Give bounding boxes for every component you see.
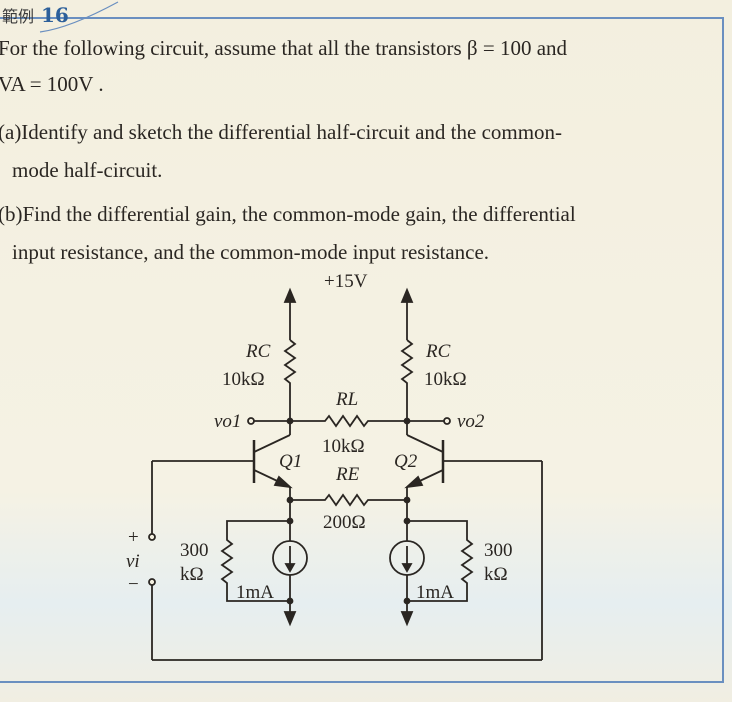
example-label: 範例 [2,7,35,26]
r-left-value-1: 300 [180,540,209,561]
vi-minus-terminal [148,578,156,586]
example-number: 16 [40,3,69,27]
vo2-label: vo2 [457,411,485,432]
vi-plus-label: + [128,527,139,548]
vi-minus-label: − [128,574,139,595]
supply-label: +15V [324,271,368,292]
supply-rail-right [400,287,414,340]
is-left-label: 1mA [236,582,274,603]
part-a-line-1: (a)Identify and sketch the differential … [0,120,563,144]
rc-right-resistor [400,339,414,421]
vi-label: vi [126,551,140,572]
example-title: 範例 16 [2,3,69,27]
vo1-label: vo1 [214,411,241,432]
is-right-label: 1mA [416,582,454,603]
r-300k-left [220,520,290,602]
r-right-value-2: kΩ [484,564,508,585]
re-name: RE [335,464,360,485]
current-source-right [389,540,425,627]
transistor-q1 [151,421,293,534]
part-a-line-2: mode half-circuit. [12,158,163,182]
q2-label: Q2 [394,451,418,472]
problem-line-2: VA = 100V . [0,72,104,96]
supply-rail-left [283,287,297,340]
q1-label: Q1 [279,451,302,472]
example-frame [0,17,724,683]
vo2-terminal [443,417,451,425]
r-300k-right [407,520,474,602]
vi-plus-terminal [148,533,156,541]
re-resistor [290,493,407,507]
rl-value: 10kΩ [322,436,365,457]
rc-right-value: 10kΩ [424,369,467,390]
re-value: 200Ω [323,512,366,533]
rc-right-name: RC [425,341,451,362]
r-right-value-1: 300 [484,540,513,561]
part-b-line-2: input resistance, and the common-mode in… [12,240,490,264]
rl-name: RL [335,389,358,410]
part-b-line-1: (b)Find the differential gain, the commo… [0,202,576,226]
rc-left-resistor [283,339,297,421]
rl-resistor [254,414,444,428]
vo1-terminal [247,417,255,425]
current-source-left [272,540,308,627]
rc-left-name: RC [245,341,271,362]
rc-left-value: 10kΩ [222,369,265,390]
r-left-value-2: kΩ [180,564,204,585]
transistor-q2 [151,421,543,661]
problem-line-1: For the following circuit, assume that a… [0,36,568,60]
